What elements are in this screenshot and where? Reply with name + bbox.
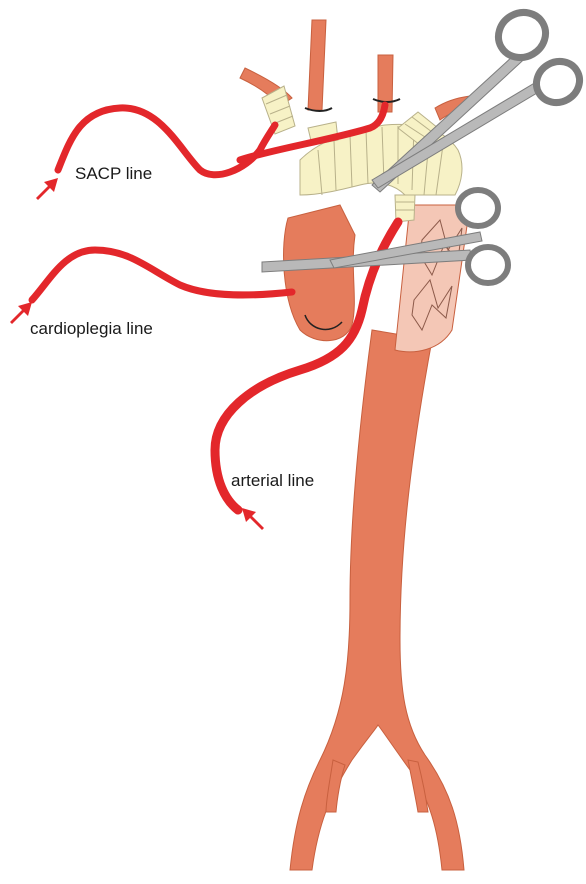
arterial-line-label: arterial line [231, 472, 314, 489]
cardioplegia-line [32, 250, 292, 300]
ascending-aorta [284, 205, 355, 341]
descending-aorta [290, 330, 464, 870]
cardioplegia-arrow-icon [10, 302, 32, 324]
flow-arrows [10, 178, 264, 530]
arterial-arrow-icon [242, 508, 264, 530]
sacp-line-label: SACP line [75, 165, 152, 182]
cardioplegia-line-label: cardioplegia line [30, 320, 153, 337]
upper-clamp-icon [372, 4, 586, 192]
stent-graft [395, 205, 470, 352]
sacp-arrow-icon [36, 178, 58, 200]
